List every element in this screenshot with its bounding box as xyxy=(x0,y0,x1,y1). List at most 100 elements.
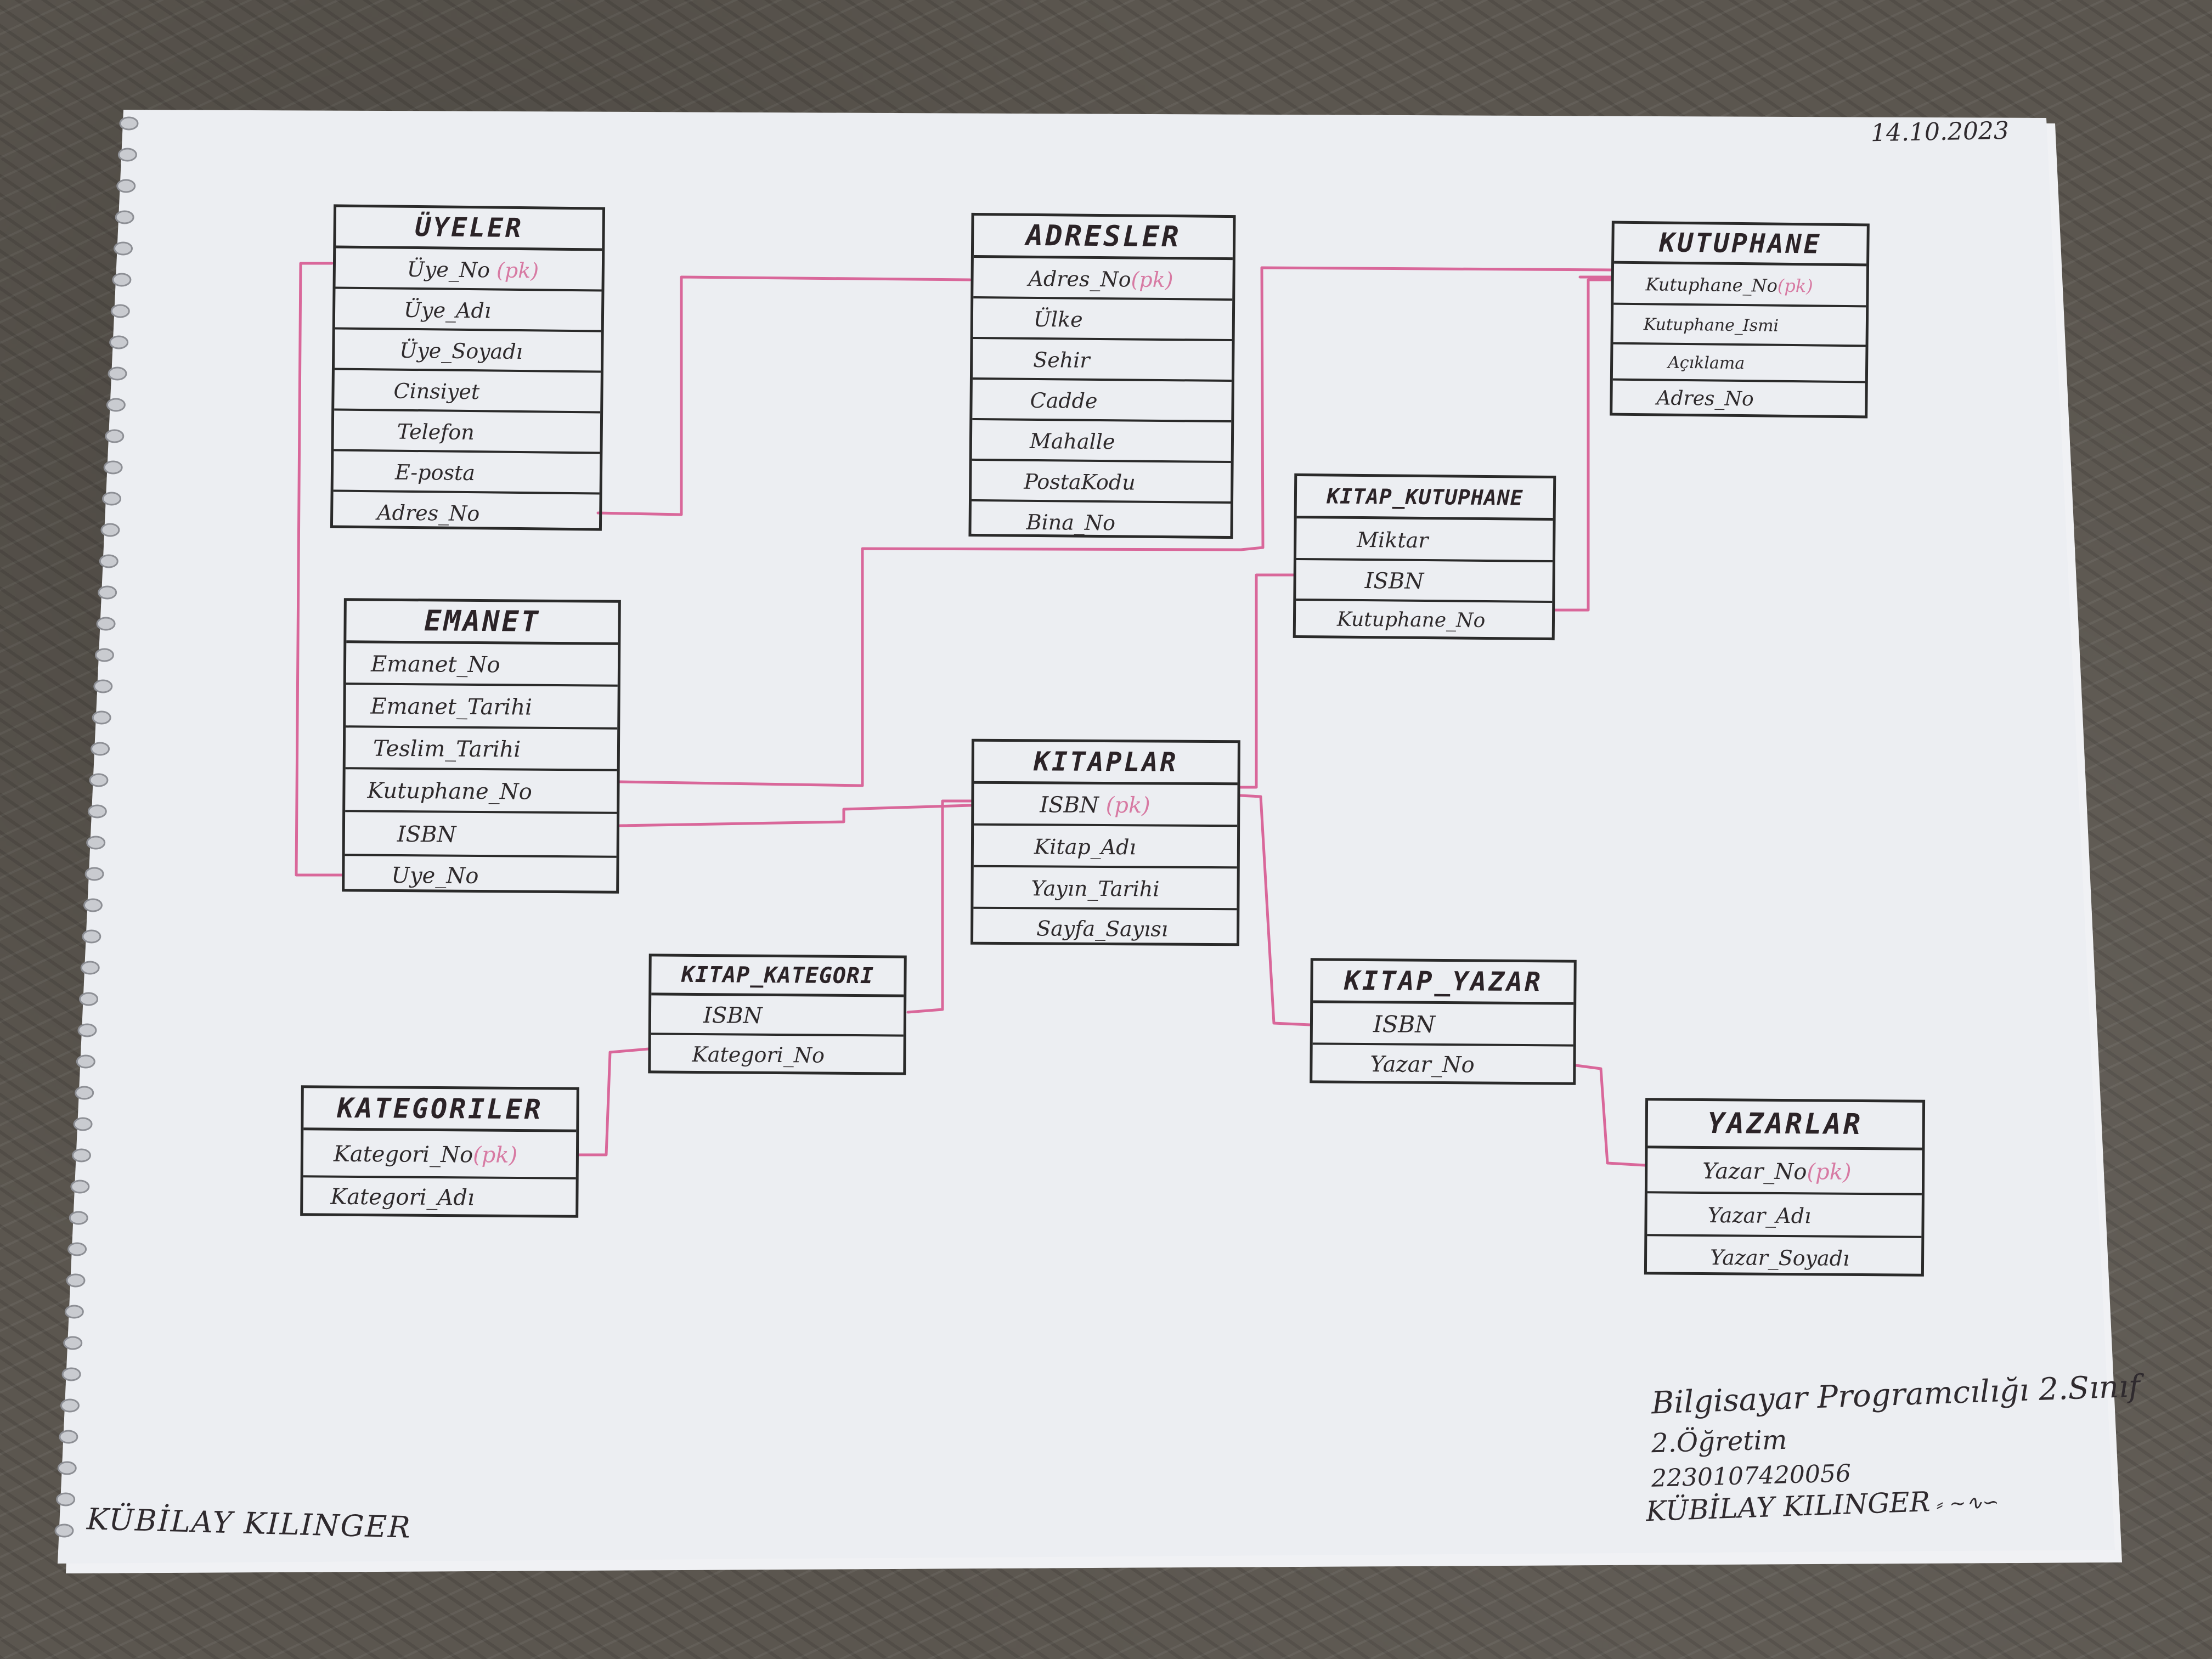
field-name: Yayın_Tarihi xyxy=(1031,876,1160,901)
field-name: Uye_No xyxy=(391,862,479,889)
field-row: PostaKodu xyxy=(971,460,1231,504)
field-name: ISBN xyxy=(1364,568,1424,594)
field-name: Kutuphane_No xyxy=(367,778,532,805)
spiral-ring xyxy=(76,1054,95,1069)
table-title: YAZARLAR xyxy=(1647,1101,1923,1150)
table-kitap-yazar: KITAP_YAZAR ISBN Yazar_No xyxy=(1310,958,1577,1085)
rel-kitapyazar-yazarlar xyxy=(1575,1064,1646,1167)
spiral-ring xyxy=(99,554,119,568)
spiral-ring xyxy=(69,1211,88,1225)
spiral-ring xyxy=(71,1148,91,1163)
pk-marker: (pk) xyxy=(1105,793,1150,819)
table-kitap-kutuphane: KITAP_KUTUPHANE Miktar ISBN Kutuphane_No xyxy=(1293,473,1556,641)
rel-kategoriler-kitapkategori xyxy=(577,1047,650,1156)
spiral-ring xyxy=(60,1398,80,1413)
table-title: KATEGORILER xyxy=(303,1088,577,1132)
field-row: ISBN (pk) xyxy=(974,783,1238,827)
pk-marker: (pk) xyxy=(1131,267,1173,292)
field-name: Mahalle xyxy=(1029,428,1115,454)
table-yazarlar: YAZARLAR Yazar_No(pk) Yazar_Adı Yazar_So… xyxy=(1644,1098,1926,1277)
field-row: Cinsiyet xyxy=(334,370,601,414)
field-row: Kutuphane_No(pk) xyxy=(1613,263,1867,308)
table-title: ÜYELER xyxy=(336,207,603,251)
field-row: Kutuphane_No xyxy=(345,769,617,814)
rel-emanet-kutuphane xyxy=(618,266,1612,787)
spiral-ring xyxy=(112,273,132,287)
spiral-ring xyxy=(84,867,104,881)
spiral-ring xyxy=(108,366,127,381)
field-name: Yazar_No xyxy=(1702,1158,1807,1185)
spiral-ring xyxy=(83,898,103,912)
table-kitap-kategori: KITAP_KATEGORI ISBN Kategori_No xyxy=(648,953,907,1075)
spiral-ring xyxy=(110,304,130,318)
spiral-ring xyxy=(109,335,129,349)
spiral-ring xyxy=(64,1305,84,1319)
spiral-ring xyxy=(106,398,126,412)
field-row: ISBN xyxy=(1312,1003,1574,1047)
spiral-ring xyxy=(82,929,101,944)
spiral-ring xyxy=(100,523,120,537)
field-row: Telefon xyxy=(334,410,601,454)
table-uyeler: ÜYELER Üye_No (pk) Üye_Adı Üye_Soyadı Ci… xyxy=(330,204,606,531)
signature-scribble: ⸗ ∼∿∽ xyxy=(1929,1491,2000,1516)
table-title: KITAP_YAZAR xyxy=(1313,961,1574,1005)
relation-line-group xyxy=(295,262,1646,1167)
spiral-ring xyxy=(70,1180,90,1194)
spiral-ring xyxy=(86,836,106,850)
spiral-ring xyxy=(94,648,114,662)
info-line-education: 2.Öğretim xyxy=(1651,1424,1788,1459)
spiral-ring xyxy=(56,1492,76,1506)
field-name: Emanet_Tarihi xyxy=(370,693,533,720)
rel-kitapkutuphane-kutuphane xyxy=(1554,278,1612,612)
field-name: Üye_No xyxy=(407,257,490,283)
field-name: Adres_No xyxy=(1656,387,1754,411)
field-name: Cadde xyxy=(1030,388,1098,413)
field-name: Yazar_Adı xyxy=(1707,1203,1812,1228)
field-name: Üye_Adı xyxy=(403,297,492,323)
date-label: 14.10.2023 xyxy=(1870,116,2010,148)
rel-kitaplar-kitapyazar xyxy=(1238,794,1312,1026)
table-kitaplar: KITAPLAR ISBN (pk) Kitap_Adı Yayın_Tarih… xyxy=(970,738,1240,949)
field-name: Telefon xyxy=(397,419,475,445)
table-title: KITAP_KATEGORI xyxy=(651,956,904,997)
table-title: KITAPLAR xyxy=(974,741,1238,786)
pk-marker: (pk) xyxy=(472,1142,518,1168)
rel-kitaplar-kitapkategori xyxy=(906,799,973,1014)
field-row: ISBN xyxy=(345,812,617,858)
spiral-ring xyxy=(77,1023,97,1037)
field-row: Yazar_Adı xyxy=(1647,1193,1922,1238)
field-name: Yazar_Soyadı xyxy=(1709,1245,1850,1271)
field-row: Teslim_Tarihi xyxy=(345,727,618,771)
field-row: Miktar xyxy=(1296,518,1553,563)
rel-kitaplar-kitapkutuphane xyxy=(1238,573,1295,789)
field-name: Sehir xyxy=(1033,347,1090,373)
field-row: Emanet_No xyxy=(346,643,618,687)
field-row: Bina_No xyxy=(971,501,1231,544)
spiral-ring xyxy=(114,241,133,256)
field-name: PostaKodu xyxy=(1024,469,1136,495)
field-row: Üye_No (pk) xyxy=(335,248,602,292)
table-title: KITAP_KUTUPHANE xyxy=(1296,476,1554,521)
table-title: ADRESLER xyxy=(973,215,1233,261)
table-kutuphane: KUTUPHANE Kutuphane_No(pk) Kutuphane_Ism… xyxy=(1610,221,1870,419)
spiral-ring xyxy=(117,148,137,162)
field-name: Kutuphane_No xyxy=(1336,608,1486,632)
field-row: Kitap_Adı xyxy=(973,825,1238,869)
field-row: Sayfa_Sayısı xyxy=(973,909,1237,949)
field-row: Üye_Soyadı xyxy=(334,329,601,373)
spiral-ring xyxy=(89,773,109,787)
field-row: ISBN xyxy=(1296,560,1553,603)
table-adresler: ADRESLER Adres_No(pk) Ülke Sehir Cadde M… xyxy=(968,212,1236,539)
table-emanet: EMANET Emanet_No Emanet_Tarihi Teslim_Ta… xyxy=(342,598,621,894)
field-name: Teslim_Tarihi xyxy=(373,736,521,763)
field-name: Miktar xyxy=(1357,527,1429,553)
spiral-ring xyxy=(61,1367,81,1381)
field-name: Kategori_Adı xyxy=(330,1184,475,1211)
field-row: Açıklama xyxy=(1612,344,1866,383)
table-kategoriler: KATEGORILER Kategori_No(pk) Kategori_Adı xyxy=(300,1085,579,1218)
field-name: Adres_No xyxy=(1028,266,1131,292)
spiral-ring xyxy=(67,1242,87,1256)
field-name: Kutuphane_No xyxy=(1645,274,1778,296)
